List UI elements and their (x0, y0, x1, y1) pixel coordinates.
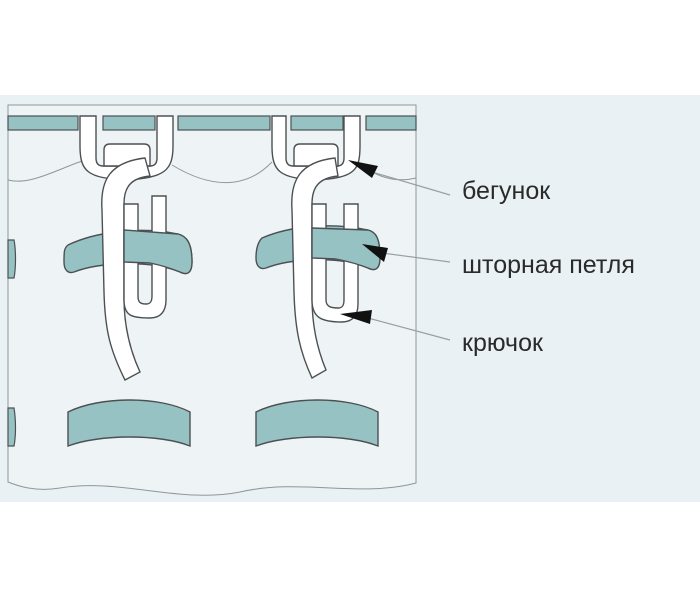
arrow-hook (340, 310, 372, 324)
curtain-rail (7, 115, 417, 131)
hook-right (291, 157, 339, 379)
label-curtain-loop: шторная петля (462, 251, 635, 279)
arrow-loop (362, 244, 388, 262)
lower-loop-right (255, 399, 379, 448)
hook-assembly-right (255, 115, 381, 379)
hook-left (101, 157, 151, 381)
lower-loop-left (67, 399, 191, 448)
label-runner: бегунок (462, 177, 551, 205)
pointer-arrows (340, 160, 388, 324)
edge-tab-lower (7, 407, 17, 447)
leader-lines (367, 171, 451, 341)
edge-tab-upper (7, 239, 17, 279)
arrow-runner (348, 160, 378, 178)
hook-assembly-left (63, 115, 193, 381)
label-hook: крючок (462, 329, 543, 357)
